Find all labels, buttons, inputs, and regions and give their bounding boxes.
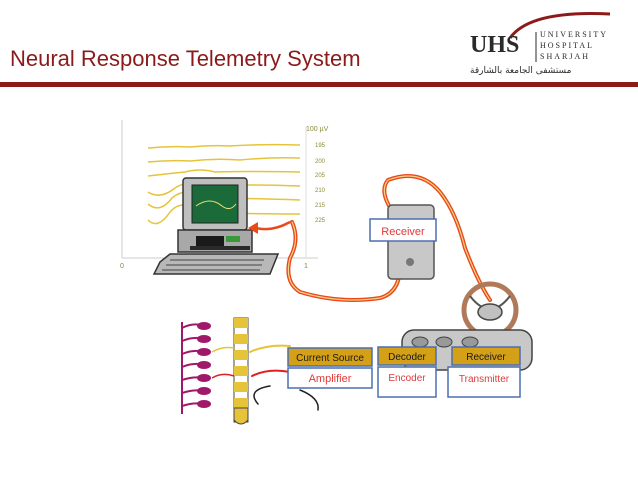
trace-3: [147, 169, 301, 177]
trace-label-1: 195: [315, 143, 326, 149]
coil-icon: [461, 281, 519, 339]
graph-x-end: 1: [304, 263, 308, 270]
screen-trace: [195, 200, 237, 210]
transmitter-box: Transmitter: [447, 366, 521, 398]
keyboard-keys: [162, 259, 264, 271]
current-source-label: Current Source: [296, 353, 364, 364]
trace-label-5: 215: [315, 203, 326, 209]
cable-ground-left: [253, 385, 271, 405]
decoder-label: Decoder: [388, 352, 426, 363]
graph-top-label: 100 µV: [306, 126, 329, 133]
encoder-box: Encoder: [377, 366, 437, 398]
neuron-cells: [197, 322, 211, 408]
top-bar: [0, 0, 638, 8]
trace-label-4: 210: [315, 188, 326, 194]
computer-icon: [152, 177, 280, 275]
slide-title: Neural Response Telemetry System: [10, 46, 361, 71]
electrode-links: [211, 346, 235, 379]
amplifier-label: Amplifier: [309, 373, 352, 385]
amplifier-box: Amplifier: [287, 367, 373, 389]
logo-abbr: UHS: [470, 32, 520, 58]
trace-1: [147, 143, 301, 149]
trace-2: [147, 157, 301, 163]
arrow-head-icon: [248, 222, 258, 234]
cable-receiver-to-coil-inner: [383, 175, 491, 301]
cable-amplifier-to-electrode: [251, 369, 291, 377]
trace-label-3: 205: [315, 173, 326, 179]
electrode-array: [233, 317, 249, 425]
cables: [249, 174, 492, 411]
logo-arabic-name: مستشفى الجامعة بالشارقة: [470, 66, 572, 76]
receiver-bottom-label: Receiver: [466, 352, 506, 363]
hospital-logo: UHS UNIVERSITY HOSPITAL SHARJAH مستشفى ا…: [470, 10, 630, 80]
decoder-box: Decoder: [377, 346, 437, 366]
disk-drive: [196, 236, 224, 246]
keyboard-icon: [152, 253, 280, 275]
receiver-bottom-box: Receiver: [451, 346, 521, 366]
title-divider: [0, 82, 638, 87]
graph-x-start: 0: [120, 263, 124, 270]
trace-label-2: 200: [315, 159, 326, 165]
trace-label-6: 225: [315, 218, 326, 224]
keyboard-edge: [190, 246, 250, 250]
logo-swoosh-icon: [508, 12, 611, 62]
cable-current-to-electrode: [249, 344, 291, 353]
transmitter-label: Transmitter: [459, 374, 510, 385]
receiver-top-label: Receiver: [381, 226, 425, 238]
arrow-to-computer: [255, 220, 291, 231]
receiver-top-box: [369, 218, 437, 242]
logo-line-sharjah: SHARJAH: [540, 52, 591, 61]
logo-line-hospital: HOSPITAL: [540, 41, 595, 50]
receiver-device: Receiver: [369, 204, 437, 280]
cable-ground-right: [299, 389, 319, 411]
encoder-label: Encoder: [388, 373, 426, 384]
status-light: [226, 236, 240, 242]
cable-computer-inner: [287, 221, 401, 301]
logo-line-university: UNIVERSITY: [540, 30, 608, 39]
current-source-box: Current Source: [287, 347, 373, 367]
receiver-knob: [406, 258, 414, 266]
neural-response-graph: 100 µV 195 200 205 210 215 225 0 1: [120, 120, 329, 270]
